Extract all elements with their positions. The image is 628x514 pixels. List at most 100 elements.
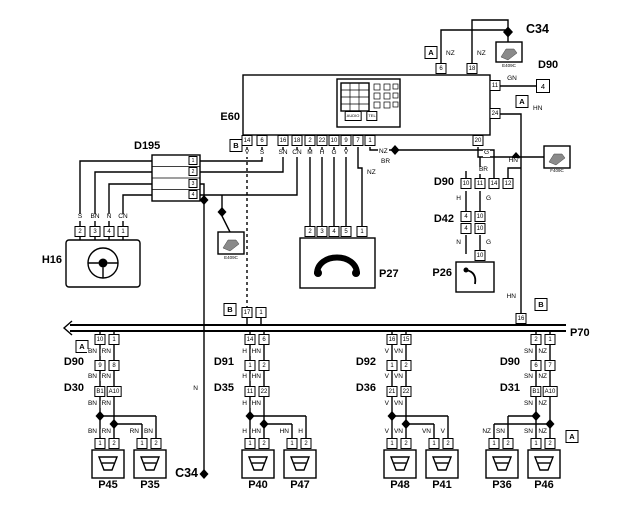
g4-conn2-label: D31 xyxy=(499,382,520,394)
lbl-d90_mid_pins-1: 11 xyxy=(474,178,486,189)
g2-bus-pin-1: 6 xyxy=(258,334,270,345)
lbl-e60_pins-bottom-1: 6 xyxy=(256,135,268,146)
g2-wire-letter3-0: H xyxy=(241,400,248,408)
g4-left-speaker-letter-1: SN xyxy=(494,428,506,436)
lbl-d195_pins-0: 1 xyxy=(188,156,198,165)
d42-label: D42 xyxy=(420,214,454,225)
g3-conn1-pin-1: 2 xyxy=(400,360,412,371)
g3-bus-pin-1: 15 xyxy=(400,334,412,345)
g1-wire-letter3-0: BN xyxy=(86,400,98,408)
speaker-label-P41: P41 xyxy=(432,479,452,491)
g1-right-speaker-letter-0: RN xyxy=(128,428,140,436)
lbl-e60_pins-right-0: 11 xyxy=(489,80,501,91)
d90-top-label: D90 xyxy=(538,59,559,71)
g1-conn1-label: D90 xyxy=(63,356,84,368)
ground-splice-icon xyxy=(222,239,240,252)
wire-nz xyxy=(357,147,363,226)
g1-wire-letter1-1: RN xyxy=(100,348,112,356)
lbl-e60_pins-bottom-0: 14 xyxy=(241,135,253,146)
g2-left-speaker-letter-0: H xyxy=(241,428,248,436)
g3-conn2-pin-1: 22 xyxy=(400,386,412,397)
g4-conn1-pin-1: 7 xyxy=(544,360,556,371)
g3-right-speaker-pin-0: 1 xyxy=(428,438,440,449)
g1-bus-pin-0: 10 xyxy=(94,334,106,345)
wire-n-long xyxy=(200,183,205,474)
p27-box xyxy=(299,237,376,289)
lbl-h16_pins-letters-0: S xyxy=(76,213,84,221)
g4-right-speaker-letter-0: SN xyxy=(522,428,534,436)
lbl-p27_pins-1: 3 xyxy=(316,226,328,237)
g3-left-speaker-pin-1: 2 xyxy=(400,438,412,449)
lbl-wire_labels-hn_strip: HN xyxy=(507,157,519,165)
g3-left-speaker-letter-0: V xyxy=(383,428,390,436)
lbl-wire_labels-nz_mid_2: NZ xyxy=(366,169,377,177)
h16-label: H16 xyxy=(28,255,62,266)
wire xyxy=(309,147,347,226)
wire xyxy=(507,167,521,178)
wire xyxy=(465,191,481,211)
g3-bus-pin-0: 16 xyxy=(386,334,398,345)
splice-diamond xyxy=(109,419,119,429)
g4-conn1-label: D90 xyxy=(499,356,520,368)
g2-wire-letter3-1: HN xyxy=(250,400,262,408)
phone-handset-icon xyxy=(314,254,360,275)
p70-bus xyxy=(62,320,566,336)
ground-splice-box xyxy=(543,145,571,169)
speaker-label-P35: P35 xyxy=(140,479,160,491)
speaker-box-P48 xyxy=(383,449,417,479)
radio-button xyxy=(392,101,399,108)
lbl-boxed_letters-bus_a: A xyxy=(75,340,89,353)
g3-right-speaker-letter-0: VN xyxy=(420,428,432,436)
lbl-boxed_letters-top_a: A xyxy=(424,46,438,59)
g1-conn2-pin-1: A10 xyxy=(106,386,122,397)
phone-handset-icon xyxy=(314,269,322,277)
lbl-boxed_letters-gn_a: A xyxy=(515,95,529,108)
lbl-e60_wire_letters-4: M xyxy=(306,149,314,157)
lbl-wire_labels-br_mid: BR xyxy=(380,158,392,166)
radio-button xyxy=(392,83,399,90)
g2-bus-pin-0: 14 xyxy=(244,334,256,345)
g4-wire-letter1-0: SN xyxy=(522,348,534,356)
wire xyxy=(465,235,481,254)
lbl-e60_pins-top-1: 18 xyxy=(466,63,478,74)
lbl-boxed_letters-v_b: B xyxy=(229,139,243,152)
g4-left-speaker-pin-0: 1 xyxy=(488,438,500,449)
g1-left-speaker-letter-0: BN xyxy=(86,428,98,436)
g2-wire-letter2-1: HN xyxy=(250,373,262,381)
lbl-p26_pin: 10 xyxy=(474,250,486,261)
lbl-h16_pins-numbers-0: 2 xyxy=(74,226,86,237)
g3-left-speaker-pin-0: 1 xyxy=(386,438,398,449)
lbl-splice_refs-2: F409C xyxy=(550,168,564,174)
lbl-e60_wire_letters-3: CN xyxy=(291,149,303,157)
wire xyxy=(108,183,152,240)
lbl-e60_pins-right-1: 24 xyxy=(489,108,501,119)
g1-right-speaker-pin-1: 2 xyxy=(150,438,162,449)
lbl-inline_b_pins-0: 17 xyxy=(241,307,253,318)
g2-right-speaker-pin-0: 1 xyxy=(286,438,298,449)
lbl-e60_pins-bottom-9: 1 xyxy=(364,135,376,146)
lbl-e60_wire_letters-2: SN xyxy=(277,149,289,157)
g3-right-speaker-pin-1: 2 xyxy=(442,438,454,449)
speaker-box-P35 xyxy=(133,449,167,479)
lbl-e60_wire_letters-6: G xyxy=(330,149,338,157)
lbl-e60_pins-bottom-10: 20 xyxy=(472,135,484,146)
lbl-e60_wire_letters-7: V xyxy=(342,149,350,157)
h16-box xyxy=(65,239,141,288)
lbl-h16_pins-letters-2: N xyxy=(105,213,113,221)
lbl-e60_pins-bottom-6: 10 xyxy=(328,135,340,146)
g1-right-speaker-pin-0: 1 xyxy=(136,438,148,449)
lbl-d195_pins-3: 4 xyxy=(188,190,198,199)
lbl-d42_pins_row1-1: 10 xyxy=(474,211,486,222)
g2-left-speaker-pin-0: 1 xyxy=(244,438,256,449)
g4-wire-letter3-0: SN xyxy=(522,400,534,408)
lbl-p27_pins-3: 5 xyxy=(340,226,352,237)
wire xyxy=(440,29,506,63)
lbl-d90_mid_pins-3: 12 xyxy=(502,178,514,189)
splice-diamond xyxy=(259,419,269,429)
radio-button xyxy=(373,83,381,91)
g4-wire-letter1-1: NZ xyxy=(537,348,548,356)
lbl-p27_pins-4: 1 xyxy=(356,226,368,237)
lbl-wire_labels-h_strip: H xyxy=(455,195,462,203)
lbl-boxed_letters-bus_b: B xyxy=(223,303,237,316)
